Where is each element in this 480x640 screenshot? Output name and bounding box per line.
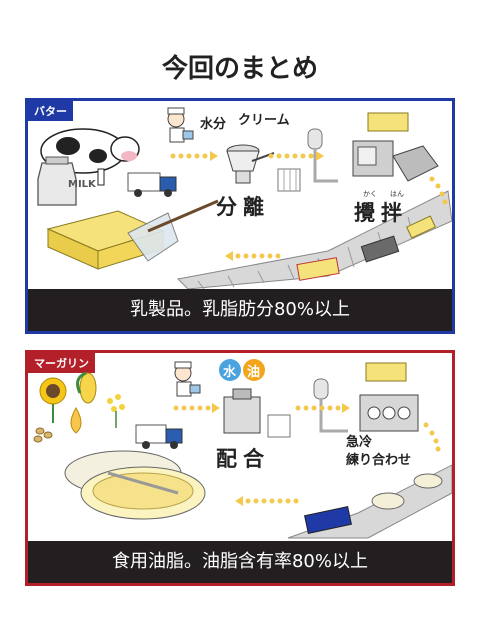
churn-ruby-2: はん [390,190,404,198]
butter-panel: バター [25,98,455,334]
oil-badge-label: 油 [247,365,261,380]
margarine-caption: 食用油脂。油脂含有率80%以上 [28,541,452,583]
truck-icon [127,172,177,197]
worker-icon [167,107,194,143]
churn-label: 攪拌 [354,201,408,225]
separate-label: 分離 [216,195,270,219]
rapid-cool-label: 急冷 [346,435,373,450]
sunflower-icon [39,377,67,423]
milk-can-icon [37,156,77,206]
knead-label: 練り合わせ [346,453,412,468]
butter-process-illustration: MILK 水分 クリーム 分離 かく はん 攪拌 [28,101,452,289]
cooling-machine-icon [359,362,419,432]
blend-label: 配合 [216,447,270,471]
corn-icon [76,371,97,404]
truck-icon [135,424,183,449]
margarine-tag: マーガリン [28,353,95,373]
page-title: 今回のまとめ [161,54,318,84]
butter-caption: 乳製品。乳脂肪分80%以上 [28,289,452,331]
margarine-tub-icon [64,450,206,520]
water-label: 水分 [200,117,227,132]
water-badge-label: 水 [223,365,237,380]
milk-label: MILK [68,179,96,190]
churn-ruby-1: かく [363,190,377,198]
oil-drop-icon [70,407,82,434]
margarine-process-illustration: 水 油 配合 急冷 練り合わせ [28,353,452,541]
separator-machine-icon [226,128,338,192]
margarine-panel: マーガリン [25,350,455,586]
churn-machine-icon [352,112,439,182]
butter-tag: バター [28,101,73,121]
worker-icon [174,361,201,397]
water-badge [219,359,241,381]
butter-block-icon [46,199,219,270]
blending-machine-icon [223,378,348,438]
rapeseed-icon [107,394,125,428]
oil-badge [243,359,265,381]
cream-label: クリーム [238,113,290,128]
